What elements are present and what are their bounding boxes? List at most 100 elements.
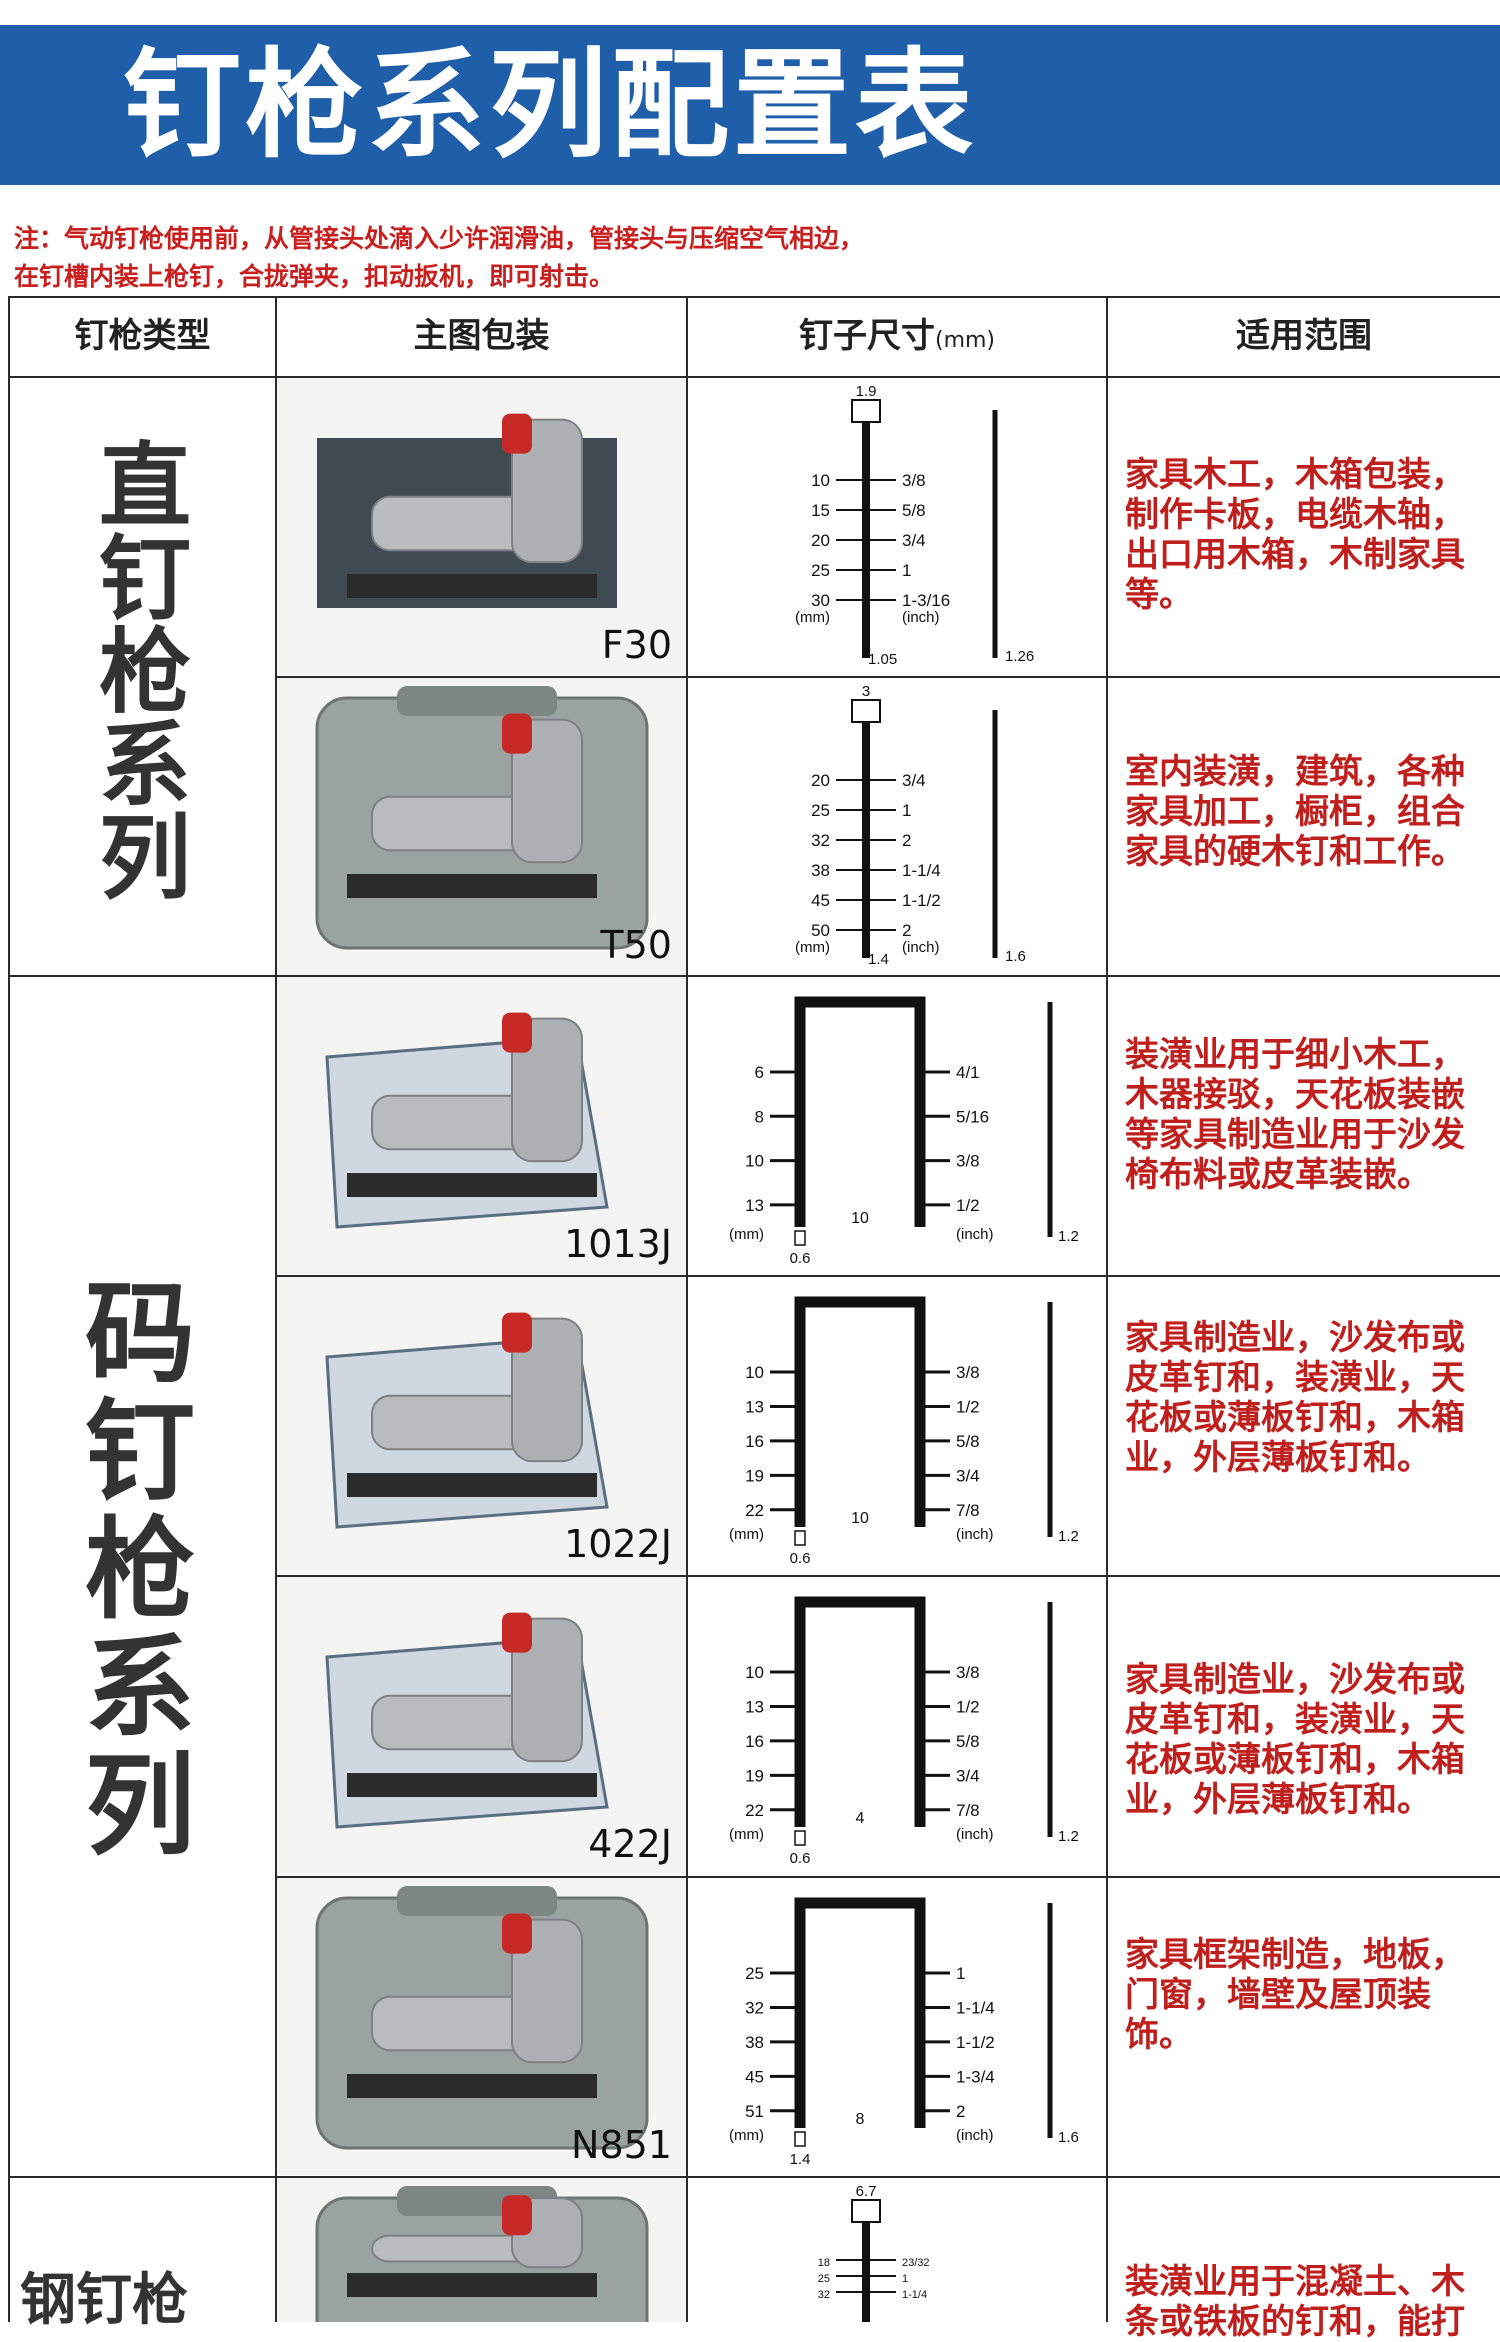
wire-size: 1.4: [790, 2151, 811, 2168]
product-image: [277, 1577, 686, 1874]
series-char: 系: [98, 711, 191, 819]
nail-gun-illustration: [317, 413, 617, 608]
model-label: T50: [600, 923, 672, 967]
mm-tick-label: 30: [811, 591, 830, 610]
mm-tick-label: 10: [745, 1363, 764, 1382]
grid-line: [8, 296, 10, 2322]
mm-tick-label: 20: [811, 531, 830, 550]
mm-tick-label: 10: [745, 1152, 764, 1171]
crown-width: 10: [851, 1210, 869, 1227]
inch-tick-label: 1: [956, 1964, 965, 1983]
side-size: 1.6: [1005, 948, 1026, 965]
page-title: 钉枪系列配置表: [122, 36, 977, 174]
mm-tick-label: 22: [745, 1801, 764, 1820]
grid-line: [275, 1275, 1500, 1277]
inch-tick-label: 3/8: [956, 1363, 980, 1382]
inch-tick-label: 7/8: [956, 1501, 980, 1520]
inch-tick-label: 3/4: [956, 1766, 980, 1785]
unit-label: (inch): [956, 2127, 994, 2144]
inch-tick-label: 3/8: [956, 1152, 980, 1171]
mm-tick-label: 19: [745, 1766, 764, 1785]
model-label: 1022J: [564, 1522, 672, 1566]
nail-head: [851, 399, 881, 423]
inch-tick-label: 5/8: [902, 501, 926, 520]
header-size: 钉子尺寸(mm): [688, 296, 1106, 376]
grid-line: [8, 2176, 1500, 2178]
unit-label: (inch): [902, 609, 940, 626]
series-char: 钉: [98, 525, 191, 633]
model-label: F30: [601, 623, 672, 667]
usage-note: 注：气动钉枪使用前，从管接头处滴入少许润滑油，管接头与压缩空气相边， 在钉槽内装…: [14, 220, 1484, 296]
mm-tick-label: 22: [745, 1501, 764, 1520]
unit-label: (mm): [729, 2127, 764, 2144]
grid-line: [686, 296, 688, 2322]
unit-label: (mm): [729, 1526, 764, 1543]
mm-tick-label: 13: [745, 1196, 764, 1215]
series-staple-gun: 码钉枪系列: [50, 1275, 230, 1865]
unit-label: (inch): [902, 939, 940, 956]
series-char: 列: [85, 1741, 195, 1870]
mm-tick-label: 20: [811, 771, 830, 790]
inch-tick-label: 1: [902, 801, 911, 820]
mm-tick-label: 25: [818, 2273, 830, 2285]
grid-line: [8, 296, 1500, 298]
grid-line: [8, 376, 1500, 378]
mm-tick-label: 16: [745, 1432, 764, 1451]
grid-line: [275, 676, 1500, 678]
inch-tick-label: 3/8: [956, 1663, 980, 1682]
usage-f30: 家具木工，木箱包装，制作卡板，电缆木轴，出口用木箱，木制家具等。: [1125, 455, 1465, 615]
inch-tick-label: 2: [902, 831, 911, 850]
side-size: 1.6: [1058, 2129, 1079, 2146]
grid-line: [8, 975, 1500, 977]
model-label: 1013J: [564, 1222, 672, 1266]
unit-label: (mm): [795, 939, 830, 956]
unit-label: (inch): [956, 1826, 994, 1843]
grid-line: [275, 1876, 1500, 1878]
inch-tick-label: 1-1/4: [902, 2289, 927, 2301]
inch-tick-label: 1-1/2: [956, 2033, 995, 2052]
mm-tick-label: 38: [811, 861, 830, 880]
inch-tick-label: 1/2: [956, 1397, 980, 1416]
inch-tick-label: 3/8: [902, 471, 926, 490]
series-char: 码: [85, 1269, 195, 1398]
inch-tick-label: 2: [902, 921, 911, 940]
unit-label: (inch): [956, 1226, 994, 1243]
wire-section: [794, 2131, 806, 2147]
inch-tick-label: 1: [902, 561, 911, 580]
series-steel-nailer: 钢钉枪: [20, 2267, 188, 2333]
inch-tick-label: 5/16: [956, 1107, 989, 1126]
nail-gun-illustration: [315, 686, 649, 950]
usage-t50: 室内装潢，建筑，各种家具加工，橱柜，组合家具的硬木钉和工作。: [1125, 752, 1465, 872]
usage-steel-nailer: 装潢业用于混凝土、木条或铁板的钉和，能打: [1125, 2262, 1465, 2342]
inch-tick-label: 1/2: [956, 1196, 980, 1215]
crown-width: 4: [856, 1810, 865, 1827]
nail-gun-illustration: [315, 2186, 649, 2322]
mm-tick-label: 32: [818, 2289, 830, 2301]
nail-head-size: 3: [862, 683, 870, 700]
inch-tick-label: 1-1/2: [902, 891, 941, 910]
side-size: 1.26: [1005, 648, 1034, 665]
product-image: [277, 1878, 686, 2175]
unit-label: (inch): [956, 1526, 994, 1543]
mm-tick-label: 45: [811, 891, 830, 910]
mm-tick-label: 18: [818, 2257, 830, 2269]
mm-tick-label: 10: [811, 471, 830, 490]
grid-line: [275, 296, 277, 2322]
usage-1013j: 装潢业用于细小木工，木器接驳，天花板装嵌等家具制造业用于沙发椅布料或皮革装嵌。: [1125, 1035, 1465, 1195]
staple-shape: [794, 1296, 926, 1527]
nail-head-size: 1.9: [856, 383, 877, 400]
series-char: 钉: [85, 1387, 195, 1516]
inch-tick-label: 5/8: [956, 1432, 980, 1451]
mm-tick-label: 45: [745, 2067, 764, 2086]
unit-label: (mm): [795, 609, 830, 626]
mm-tick-label: 19: [745, 1466, 764, 1485]
header-size-label: 钉子尺寸: [798, 316, 935, 356]
mm-tick-label: 50: [811, 921, 830, 940]
inch-tick-label: 1-3/16: [902, 591, 950, 610]
inch-tick-label: 1-1/4: [956, 1998, 995, 2017]
inch-tick-label: 1/2: [956, 1697, 980, 1716]
inch-tick-label: 4/1: [956, 1063, 980, 1082]
nail-gun-illustration: [325, 1012, 609, 1229]
wire-size: 0.6: [790, 1550, 811, 1567]
